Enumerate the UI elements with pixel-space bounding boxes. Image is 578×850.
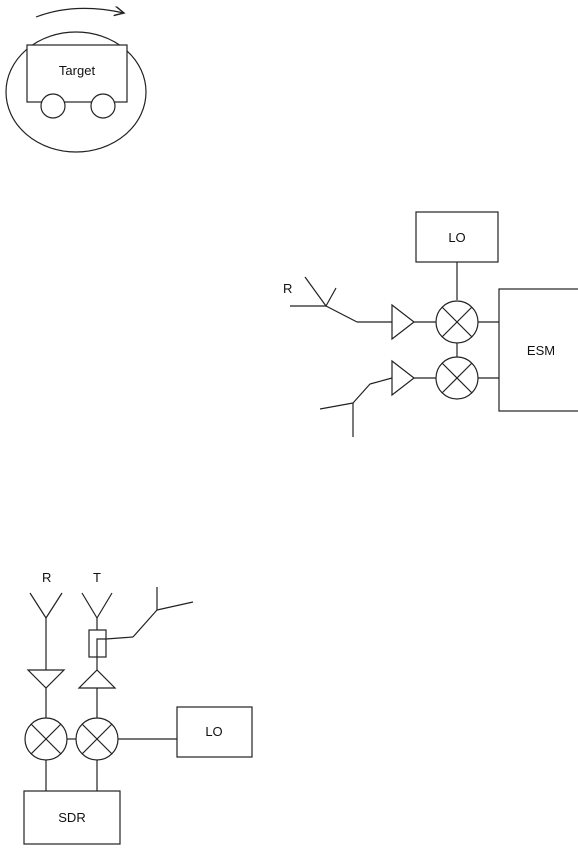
turntable-circle: [5, 31, 147, 153]
esm-lower-antenna: [319, 377, 393, 437]
esm-mixer-lower-cross-b: [441, 362, 473, 394]
sdr-rx-antenna-label: R: [42, 570, 51, 585]
target-vehicle-body: [26, 44, 128, 103]
sdr-tx-antenna-label: T: [93, 570, 101, 585]
target-wheel-right: [90, 93, 116, 119]
esm-lo-label: LO: [448, 230, 465, 245]
esm-amp-lower: [391, 359, 415, 397]
rotation-arrow: [35, 8, 124, 18]
sdr-lo-label: LO: [205, 724, 222, 739]
esm-amp-upper: [391, 303, 415, 341]
sdr-tx-amp: [77, 669, 117, 689]
sdr-box: [23, 790, 121, 845]
sdr-lo-box: [176, 706, 253, 758]
sdr-mixer-rx-cross-b: [30, 723, 62, 755]
sdr-label: SDR: [58, 810, 85, 825]
sdr-mixer-tx-cross-b: [81, 723, 113, 755]
esm-label: ESM: [527, 343, 555, 358]
esm-rx-antenna: [290, 276, 392, 323]
sdr-side-antenna: [105, 587, 194, 640]
sdr-coupler-inner: [96, 638, 106, 657]
sdr-rx-antenna: [29, 592, 63, 670]
esm-lo-box: [415, 211, 499, 263]
esm-box: [498, 288, 578, 412]
target-label: Target: [59, 63, 96, 78]
esm-rx-antenna-label: R: [283, 281, 292, 296]
sdr-chain: R T: [23, 570, 253, 845]
target-group: Target: [5, 8, 147, 153]
sdr-rx-amp: [26, 669, 66, 689]
target-wheel-left: [40, 93, 66, 119]
esm-chain: LO ESM R: [283, 211, 578, 437]
sdr-tx-antenna: [81, 592, 113, 630]
esm-mixer-upper-cross-b: [441, 306, 473, 338]
